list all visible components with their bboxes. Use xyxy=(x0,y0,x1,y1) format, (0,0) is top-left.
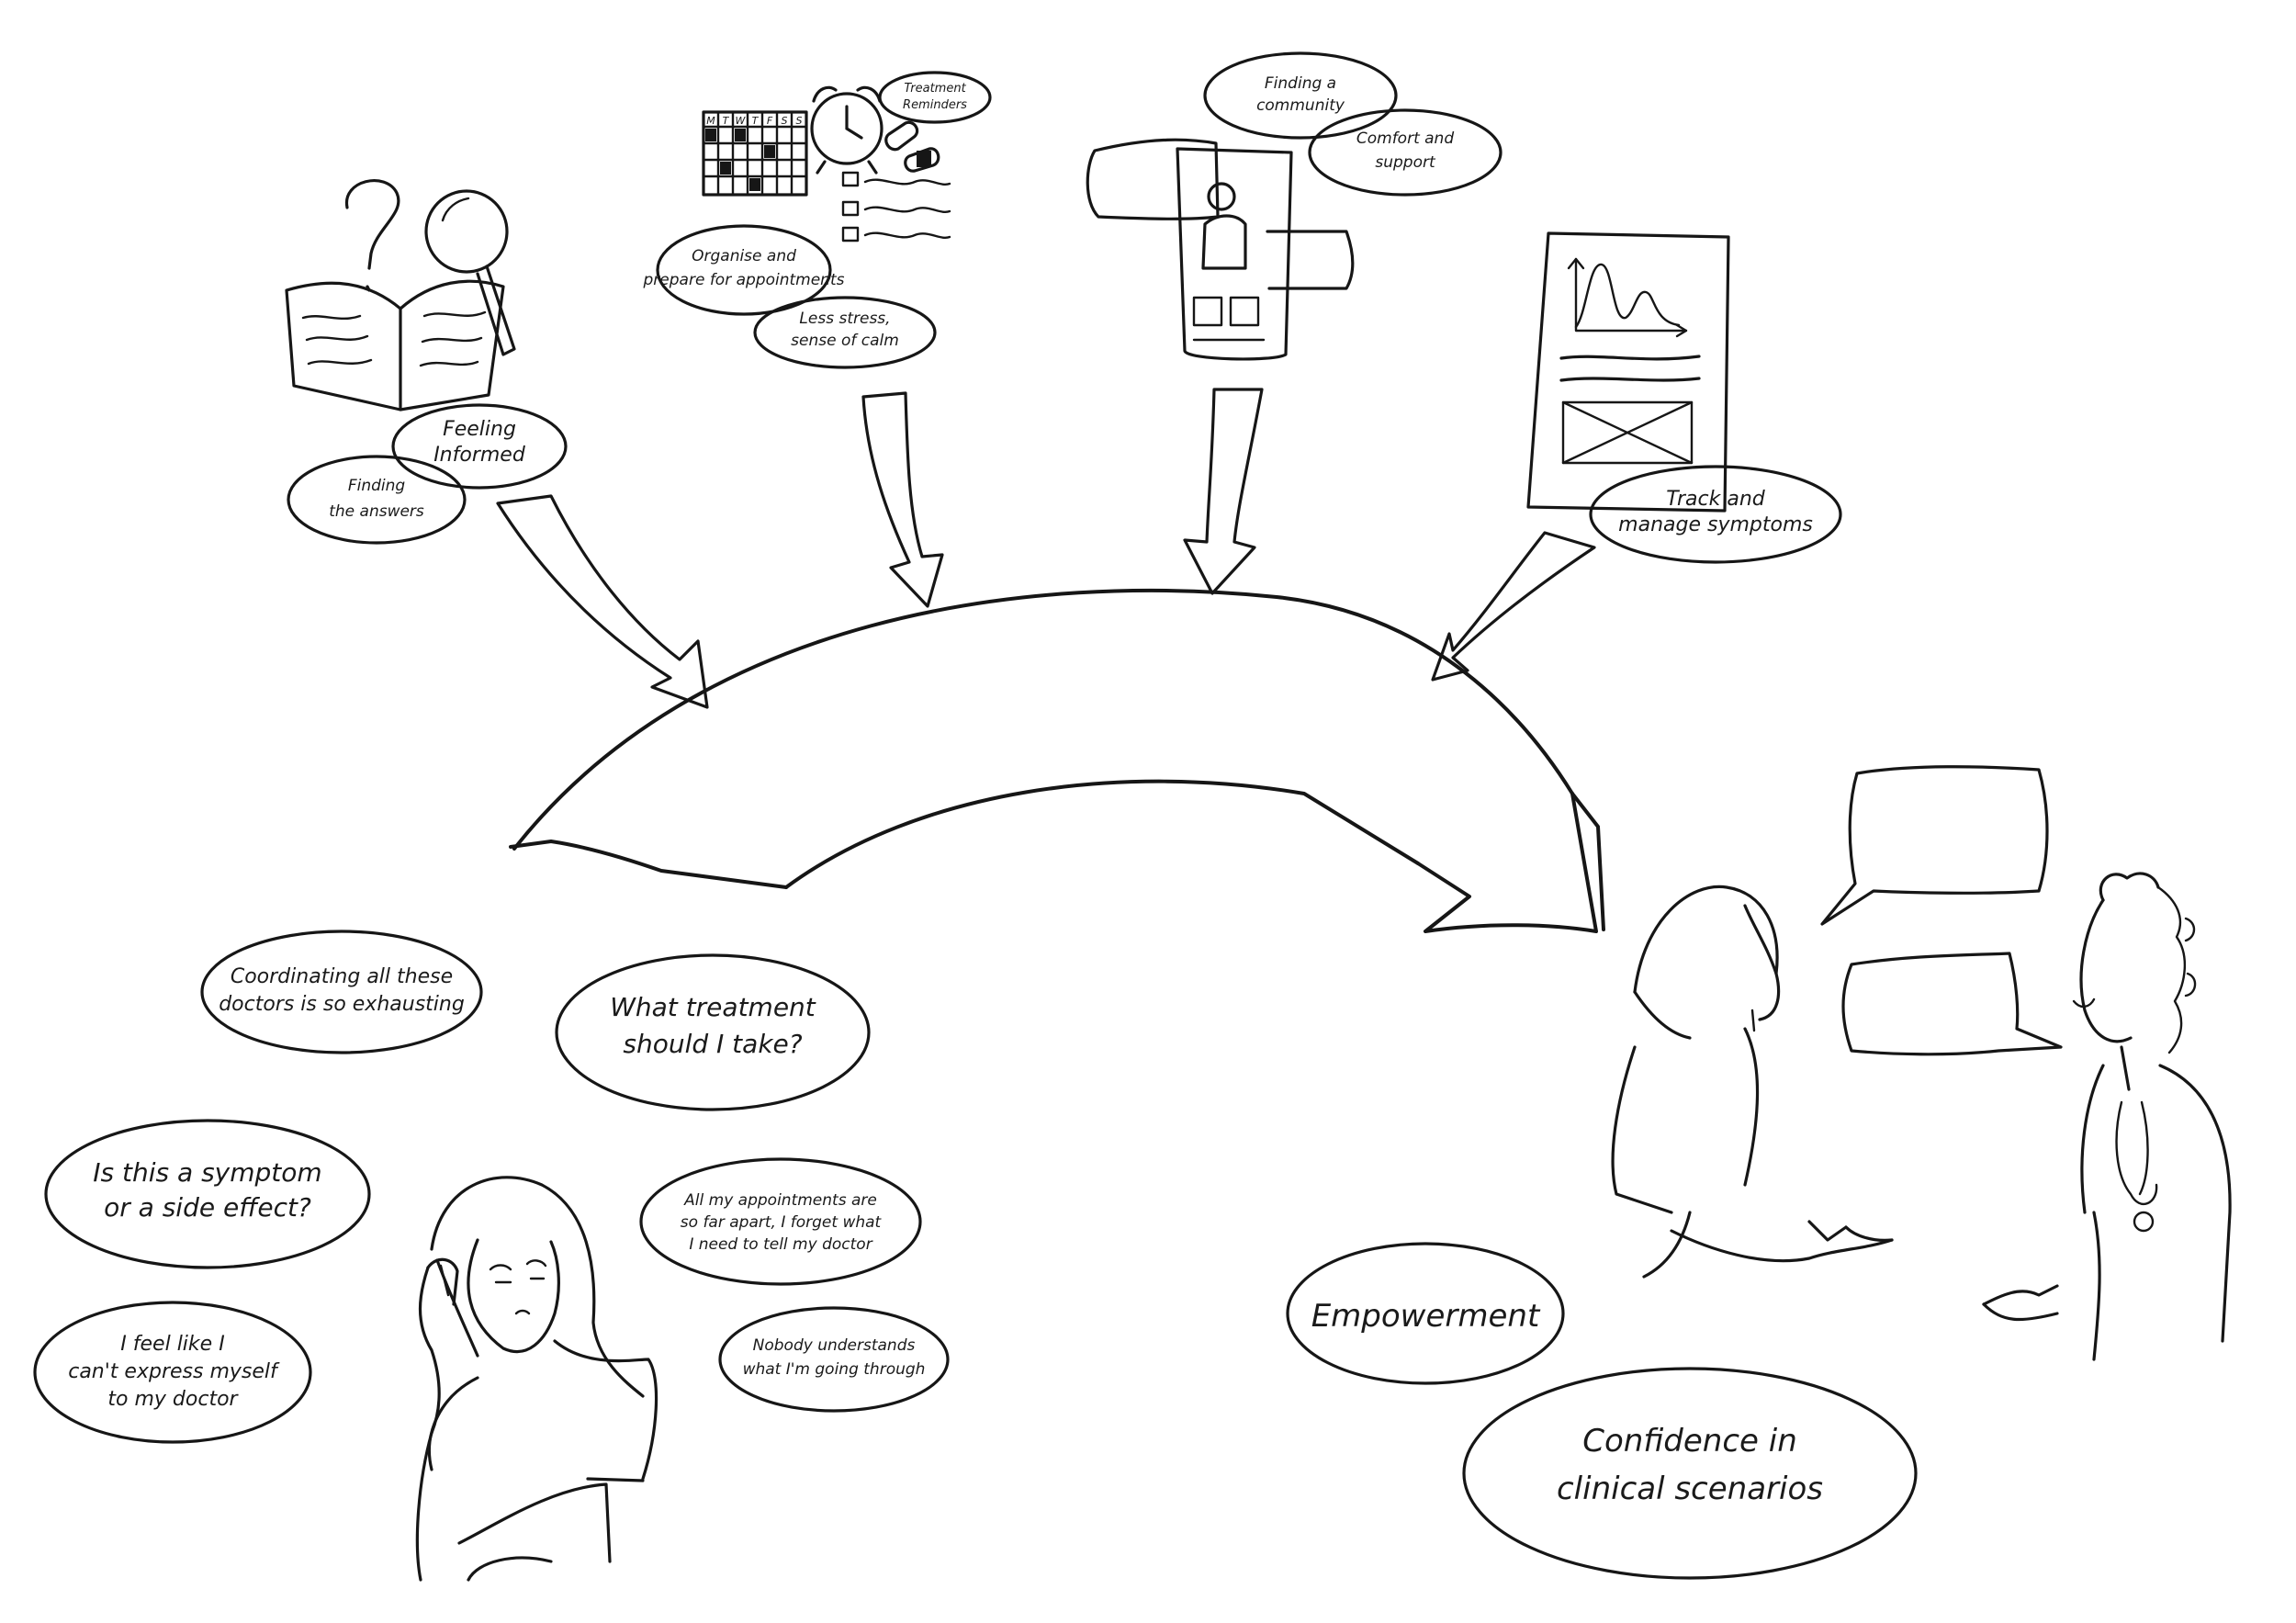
bubble-text: All my appointments are xyxy=(683,1191,877,1210)
bubble-text: Reminders xyxy=(903,98,967,112)
calendar-day-label: T xyxy=(752,115,760,127)
concern-bubble-symptom: Is this a symptom or a side effect? xyxy=(44,1119,371,1269)
bubble-text: Comfort and xyxy=(1356,130,1454,148)
outcome-bubble-empowerment: Empowerment xyxy=(1286,1242,1565,1385)
bubble-text: should I take? xyxy=(623,1029,802,1059)
bubble-text: doctors is so exhausting xyxy=(219,993,465,1016)
bubble-text: support xyxy=(1375,153,1436,172)
concern-bubble-appointments: All my appointments are so far apart, I … xyxy=(639,1157,922,1286)
benefit-bubble-community: Finding a community xyxy=(1203,51,1398,140)
symptom-chart-icon xyxy=(1526,231,1730,513)
patient-figure-right xyxy=(1611,885,1894,1279)
bubble-text: Less stress, xyxy=(799,310,890,328)
speech-bubble-top xyxy=(1820,765,2049,926)
bubble-text: Informed xyxy=(433,444,526,467)
calendar-day-label: F xyxy=(767,115,773,127)
bubble-text: clinical scenarios xyxy=(1557,1471,1823,1507)
benefit-bubble-calm: Less stress, sense of calm xyxy=(753,296,937,369)
bubble-text: Coordinating all these xyxy=(231,965,453,988)
bubble-text: Confidence in xyxy=(1582,1423,1797,1460)
arrow-down-right xyxy=(1431,531,1596,682)
bubble-text: Finding a xyxy=(1265,74,1336,93)
bubble-text: Feeling xyxy=(443,418,516,441)
bubble-text: Nobody understands xyxy=(753,1336,916,1355)
benefit-bubble-answers: Finding the answers xyxy=(287,455,467,545)
bubble-text: Organise and xyxy=(692,247,796,265)
bubble-text: I feel like I xyxy=(120,1333,224,1356)
bubble-text: or a side effect? xyxy=(104,1192,311,1223)
calendar-clock-icon: M T W T F S S xyxy=(702,85,951,242)
concern-bubble-express: I feel like I can't express myself to my… xyxy=(33,1301,312,1444)
calendar-day-label: S xyxy=(796,115,803,127)
bubble-text: to my doctor xyxy=(107,1388,239,1411)
arrow-down-center-right xyxy=(1183,388,1264,595)
phone-community-icon xyxy=(1086,138,1355,361)
concern-bubble-coordinating: Coordinating all these doctors is so exh… xyxy=(200,930,483,1054)
bubble-text: Finding xyxy=(348,477,406,495)
bubble-text: can't express myself xyxy=(68,1360,280,1383)
calendar-day-label: M xyxy=(706,115,715,127)
arrow-down-center-left xyxy=(861,391,944,608)
calendar-day-label: T xyxy=(723,115,730,127)
bubble-text: Is this a symptom xyxy=(93,1157,321,1188)
bubble-text: what I'm going through xyxy=(743,1360,926,1379)
bubble-text: community xyxy=(1256,96,1345,115)
bubble-text: Treatment xyxy=(904,82,966,96)
benefit-bubble-organise: Organise and prepare for appointments xyxy=(643,224,845,316)
bubble-text: Track and xyxy=(1666,488,1766,511)
concern-bubble-nobody: Nobody understands what I'm going throug… xyxy=(718,1306,950,1413)
calendar-day-label: S xyxy=(782,115,788,127)
bubble-text: What treatment xyxy=(610,992,816,1022)
concern-bubble-treatment: What treatment should I take? xyxy=(555,953,871,1111)
bubble-text: manage symptoms xyxy=(1618,513,1813,536)
main-journey-arrow xyxy=(509,588,1605,933)
bubble-text: so far apart, I forget what xyxy=(681,1213,883,1232)
benefit-bubble-symptoms: Track and manage symptoms xyxy=(1589,465,1842,564)
doctor-figure-right xyxy=(1982,872,2232,1361)
outcome-bubble-confidence: Confidence in clinical scenarios xyxy=(1462,1367,1918,1580)
book-search-icon xyxy=(285,179,516,411)
arrow-down-left xyxy=(496,494,709,709)
bubble-text: I need to tell my doctor xyxy=(689,1235,872,1254)
benefit-bubble-informed: Feeling Informed xyxy=(391,403,568,490)
bubble-text: prepare for appointments xyxy=(643,271,845,289)
benefit-bubble-comfort: Comfort and support xyxy=(1308,108,1503,197)
worried-patient-figure xyxy=(415,1176,658,1582)
bubble-text: the answers xyxy=(329,502,424,521)
bubble-text: sense of calm xyxy=(791,332,899,350)
bubble-text: Empowerment xyxy=(1311,1298,1541,1335)
calendar-day-label: W xyxy=(736,115,747,127)
benefit-bubble-reminders: Treatment Reminders xyxy=(878,71,992,124)
speech-bubble-bottom xyxy=(1841,952,2063,1056)
